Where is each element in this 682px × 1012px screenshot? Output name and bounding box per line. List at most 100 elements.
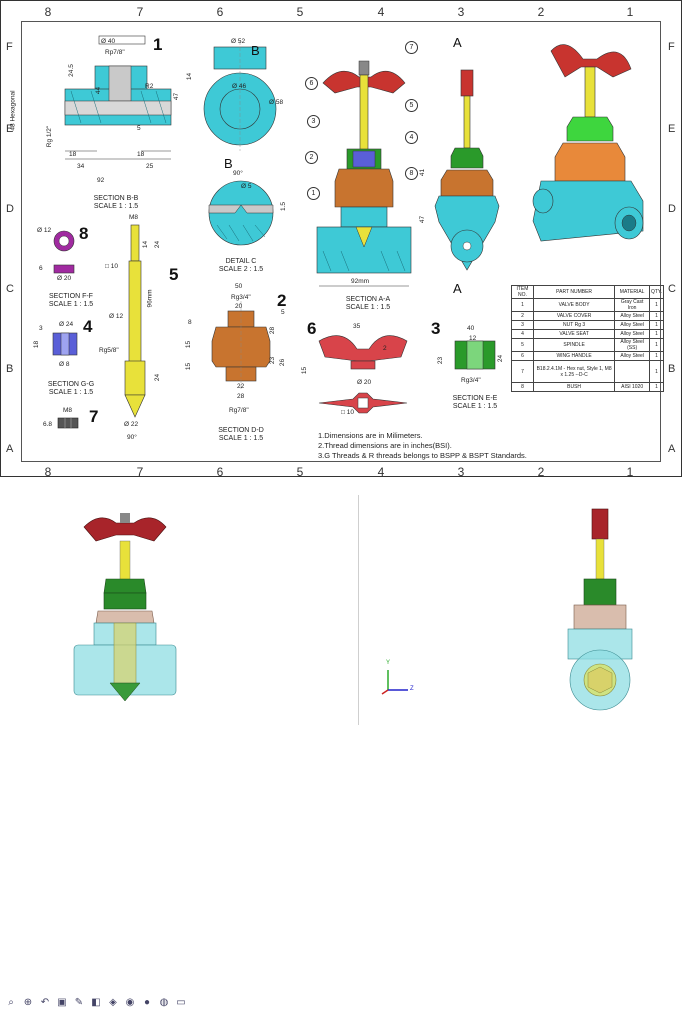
dim-label: 5 xyxy=(137,125,141,132)
dim-label: 41 xyxy=(419,168,427,177)
dim-label: 24 xyxy=(154,373,162,382)
dim-label: Rg5/8" xyxy=(99,347,119,354)
zoom-area-icon[interactable]: ⊕ xyxy=(23,997,33,1008)
side-view-drawing xyxy=(434,69,500,271)
dim-label: 48 Hexagonal xyxy=(9,90,17,131)
section-letter: A xyxy=(453,35,462,50)
coordinate-triad-icon xyxy=(381,670,408,695)
dim-label: □ 10 xyxy=(341,409,354,416)
dim-label: Ø 8 xyxy=(59,361,70,368)
view-settings-icon[interactable]: ▭ xyxy=(176,997,186,1008)
drawing-sheet: 8 7 6 5 4 3 2 1 8 7 6 5 4 3 2 1 F E D C … xyxy=(0,0,682,479)
dim-label: 14 xyxy=(186,72,194,81)
hide-show-icon[interactable]: ◉ xyxy=(125,997,135,1008)
section-ff-callout: 8 xyxy=(79,224,89,243)
dim-label: 6 xyxy=(39,265,43,272)
zone-col-label: 8 xyxy=(44,5,52,19)
bom-cell: 1 xyxy=(648,360,665,383)
zone-row-label: B xyxy=(6,363,14,375)
axis-label-y: Y xyxy=(386,660,391,666)
apply-scene-icon[interactable]: ◍ xyxy=(159,997,169,1008)
dim-label: 15 xyxy=(301,366,309,375)
dim-label: 44 xyxy=(95,86,103,95)
zone-col-label: 4 xyxy=(377,465,385,479)
dim-label: 92mm xyxy=(351,278,370,285)
bom-cell: 1 xyxy=(648,338,665,352)
zone-row-label: F xyxy=(668,41,675,53)
dim-label: 3 xyxy=(39,325,43,332)
balloon: 6 xyxy=(305,77,318,90)
bom-cell: 4 xyxy=(511,329,534,339)
wing-handle-callout: 6 xyxy=(307,319,317,338)
bom-cell: 1 xyxy=(648,329,665,339)
bom-cell: 6 xyxy=(511,351,534,361)
section-gg-callout: 4 xyxy=(83,317,93,336)
dim-label: 2 xyxy=(383,345,387,352)
bom-cell: 1 xyxy=(648,351,665,361)
dim-label: 6.8 xyxy=(43,421,53,428)
detail-c-title: DETAIL C xyxy=(225,258,257,265)
dim-label: 24 xyxy=(154,240,162,249)
section-aa-title: SECTION A-A xyxy=(345,296,391,303)
dim-label: 15 xyxy=(185,340,193,349)
viewport-front-assembly[interactable] xyxy=(60,505,190,715)
isometric-view-drawing xyxy=(532,44,644,242)
bom-cell: VALVE SEAT xyxy=(532,329,616,339)
viewport-side-assembly[interactable] xyxy=(560,505,640,715)
note-line: 2.Thread dimensions are in inches(BSI). xyxy=(318,441,452,450)
dim-label: 96mm xyxy=(146,289,154,308)
section-letter: B xyxy=(251,43,260,58)
balloon: 7 xyxy=(405,41,418,54)
bom-cell xyxy=(614,360,650,383)
dim-label: R2 xyxy=(145,83,154,90)
bom-cell: 1 xyxy=(648,382,665,392)
zone-col-label: 4 xyxy=(377,5,385,19)
section-dd-drawing xyxy=(211,301,271,391)
zone-row-label: C xyxy=(6,283,14,295)
section-ee-title: SECTION E-E xyxy=(452,395,498,402)
zone-col-label: 3 xyxy=(457,5,465,19)
zone-col-label: 2 xyxy=(537,5,545,19)
dynamic-annotation-icon[interactable]: ✎ xyxy=(74,997,84,1008)
viewport-divider[interactable] xyxy=(358,495,359,725)
dim-label: 28 xyxy=(269,326,277,335)
bom-cell: 1 xyxy=(511,298,534,312)
dim-label: Rg7/8" xyxy=(229,407,249,414)
dim-label: 34 xyxy=(77,163,85,170)
section-view-icon[interactable]: ▣ xyxy=(57,997,67,1008)
dim-label: 15 xyxy=(185,362,193,371)
section-gg-scale: SCALE 1 : 1.5 xyxy=(48,389,94,396)
bom-header-cell: QTY. xyxy=(648,285,665,299)
view-orientation-icon[interactable]: ◧ xyxy=(91,997,101,1008)
spindle-callout: 5 xyxy=(169,265,179,284)
bom-cell: WING HANDLE xyxy=(532,351,616,361)
dim-label: 40 xyxy=(467,325,475,332)
dim-label: M8 xyxy=(129,214,139,221)
dim-label: 25 xyxy=(146,163,154,170)
dim-label: 90° xyxy=(127,434,137,441)
edit-appearance-icon[interactable]: ● xyxy=(143,997,151,1008)
previous-view-icon[interactable]: ↶ xyxy=(40,997,50,1008)
bom-cell: AISI 1020 xyxy=(614,382,650,392)
bom-cell: Alloy Steel xyxy=(614,311,650,321)
section-bb-title: SECTION B-B xyxy=(93,195,139,202)
zoom-fit-icon[interactable]: ⌕ xyxy=(8,997,14,1008)
bom-cell: 8 xyxy=(511,382,534,392)
bom-cell: VALVE COVER xyxy=(532,311,616,321)
section-bb-drawing xyxy=(64,35,172,160)
dim-label: 26 xyxy=(279,358,287,367)
section-ee-drawing xyxy=(454,340,496,370)
section-ff-drawing xyxy=(53,230,75,274)
dim-label: 28 xyxy=(237,393,245,400)
bom-cell: Gray Cast Iron xyxy=(614,298,650,312)
bom-cell: SPINDLE xyxy=(532,338,616,352)
balloon: 8 xyxy=(405,167,418,180)
display-style-icon[interactable]: ◈ xyxy=(109,997,117,1008)
bom-cell: 7 xyxy=(511,360,534,383)
axis-label-z: Z xyxy=(410,686,414,692)
zone-col-label: 1 xyxy=(626,5,634,19)
